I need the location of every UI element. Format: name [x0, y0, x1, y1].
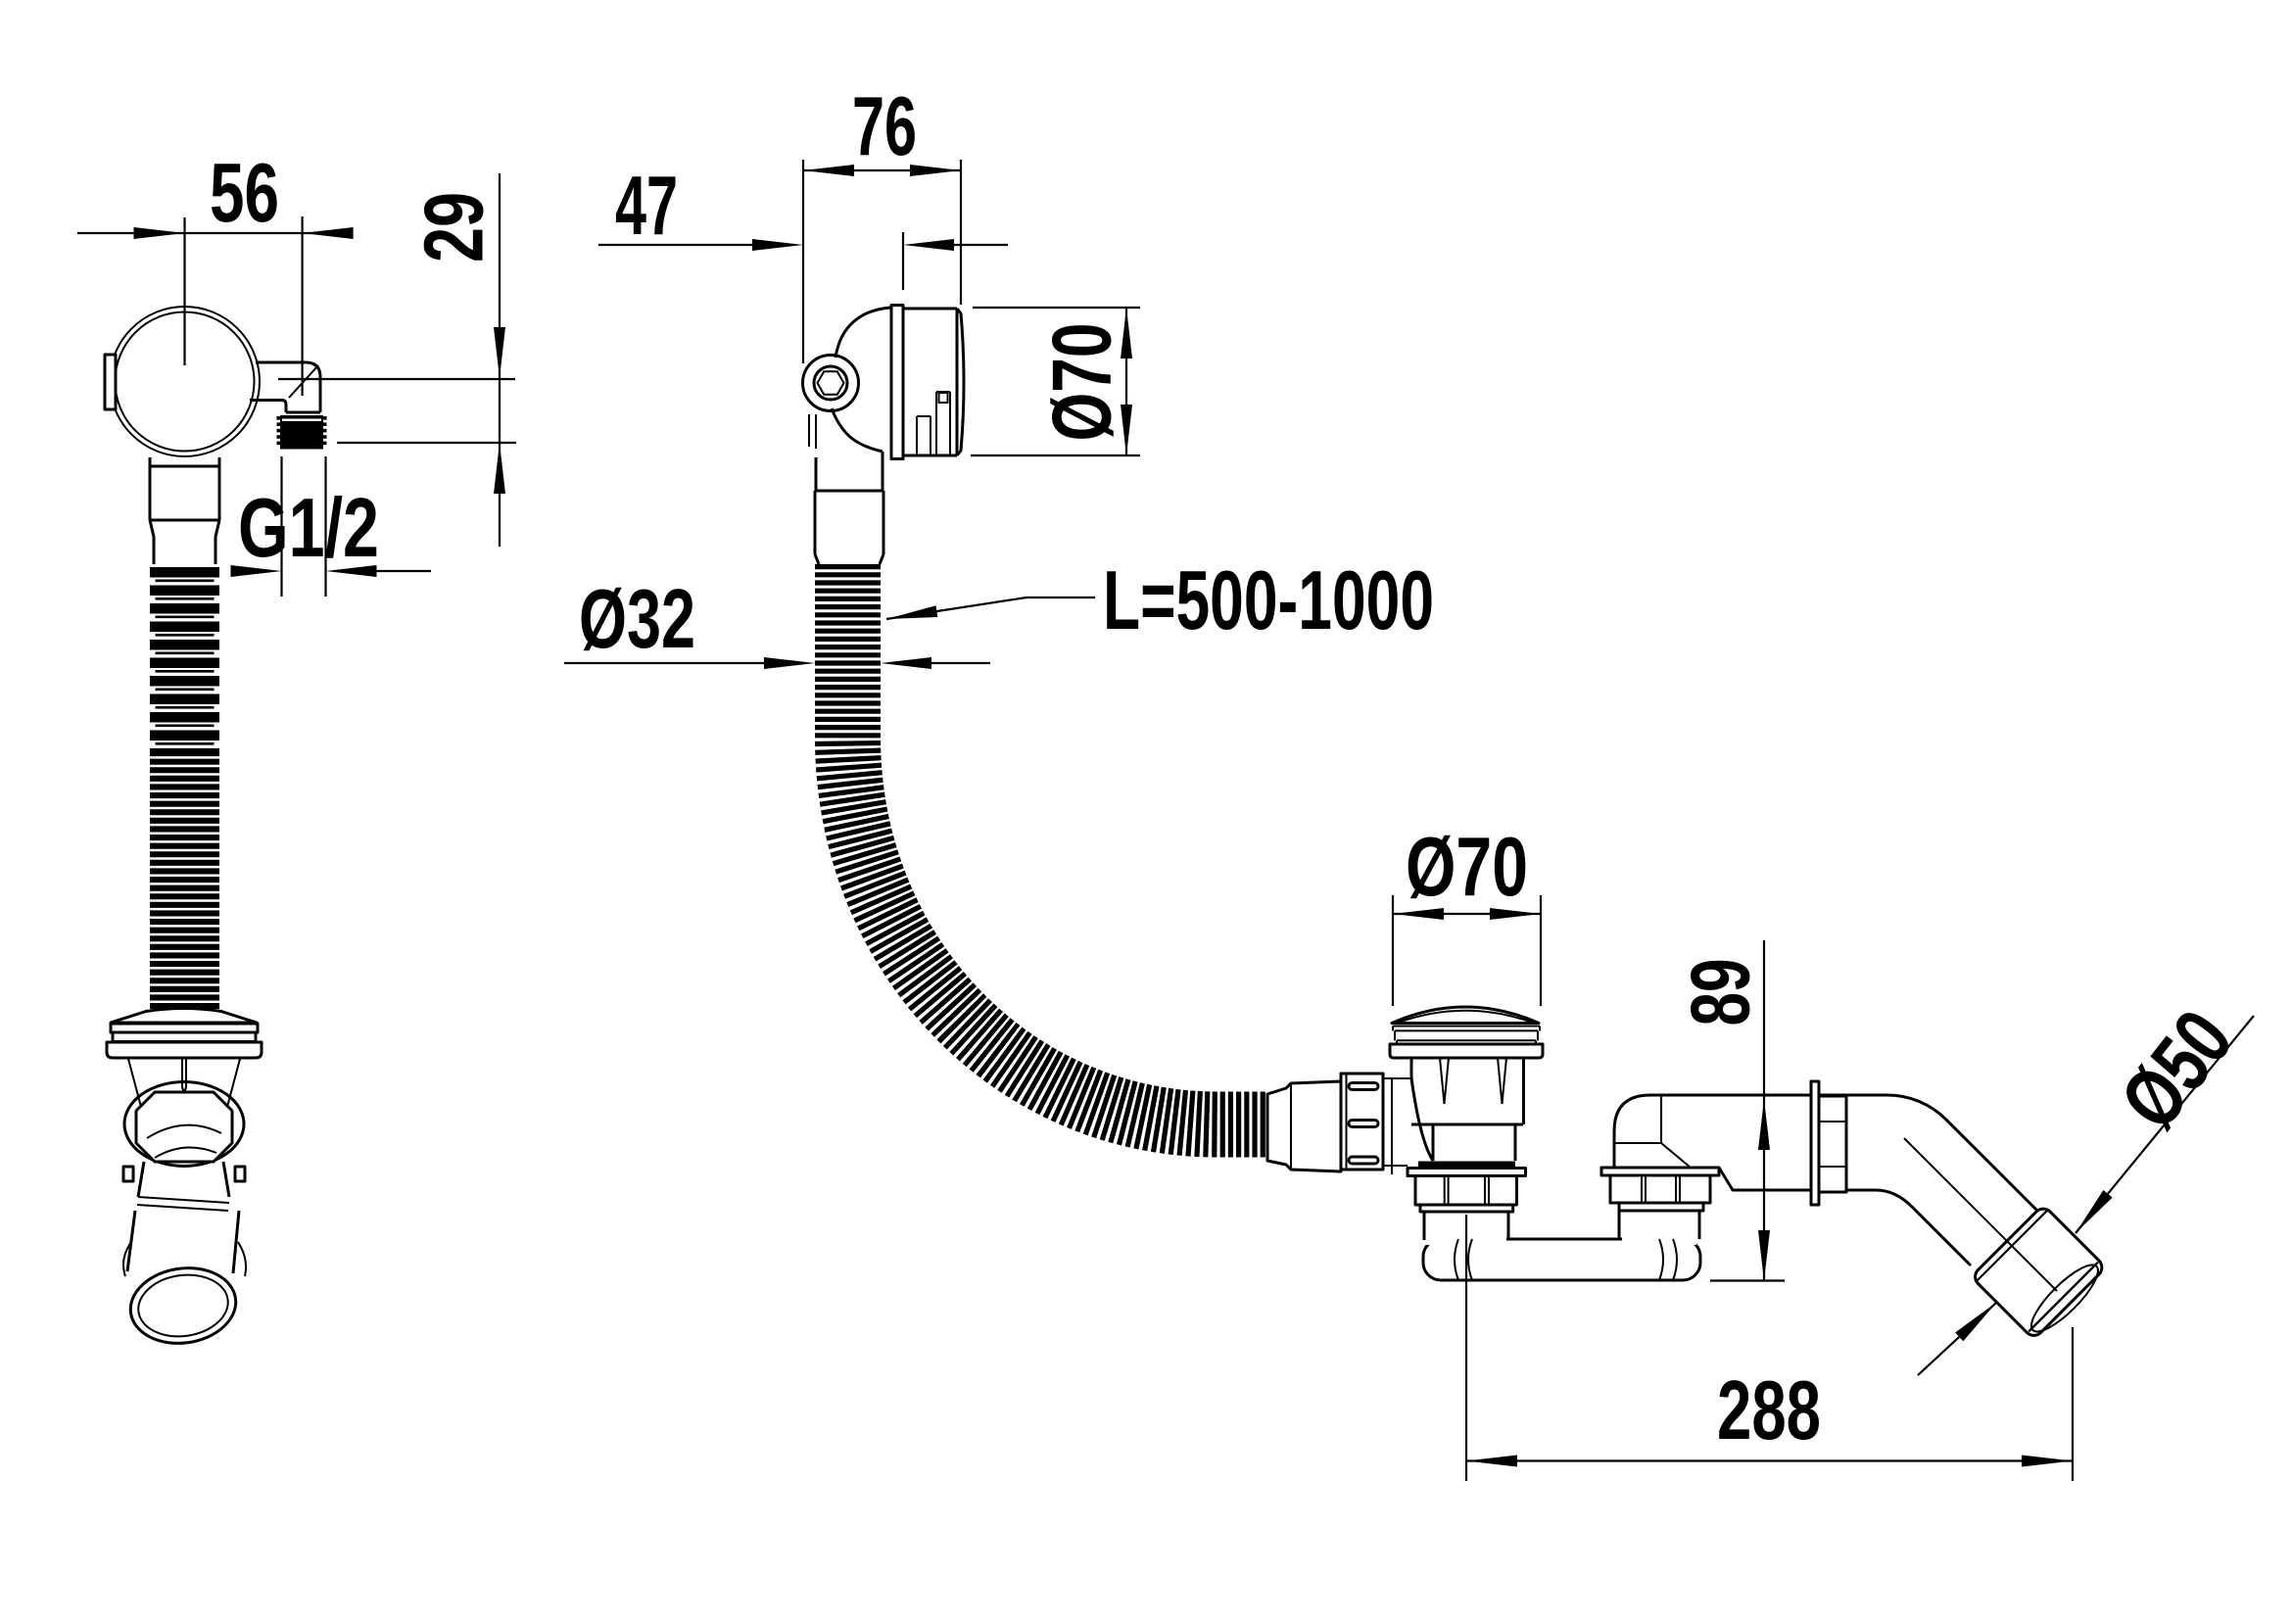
svg-text:76: 76	[852, 80, 917, 173]
svg-text:L=500-1000: L=500-1000	[1103, 554, 1434, 647]
svg-text:288: 288	[1717, 1364, 1821, 1457]
svg-text:G1/2: G1/2	[238, 482, 379, 575]
svg-text:Ø32: Ø32	[579, 573, 695, 666]
svg-text:56: 56	[210, 147, 279, 240]
svg-text:Ø70: Ø70	[1036, 323, 1129, 442]
svg-text:29: 29	[408, 192, 501, 263]
svg-text:Ø70: Ø70	[1406, 821, 1528, 914]
svg-text:47: 47	[615, 160, 678, 253]
svg-text:89: 89	[1675, 959, 1768, 1027]
